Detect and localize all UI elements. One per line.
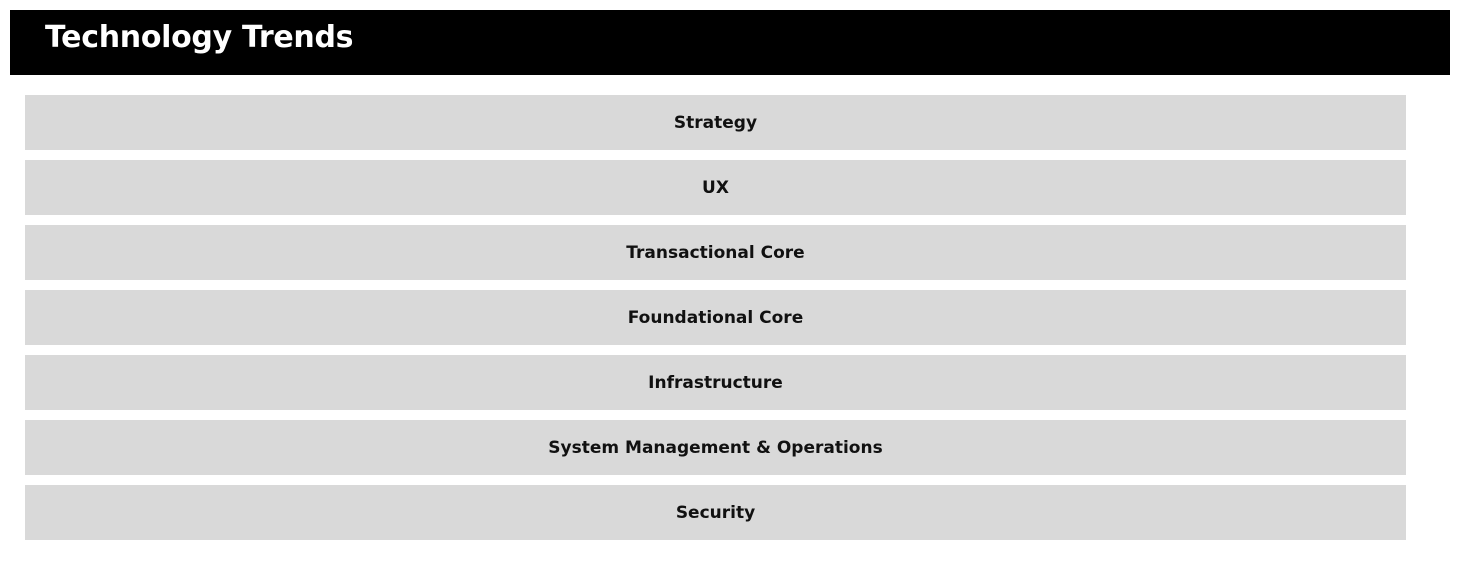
trend-label: Security xyxy=(675,502,756,523)
trend-item-foundational-core[interactable]: Foundational Core xyxy=(25,290,1406,345)
page-title: Technology Trends xyxy=(45,20,354,55)
trend-label: System Management & Operations xyxy=(548,437,883,458)
trend-item-security[interactable]: Security xyxy=(25,485,1406,540)
trend-item-system-management-operations[interactable]: System Management & Operations xyxy=(25,420,1406,475)
trend-label: Foundational Core xyxy=(627,307,804,328)
trend-list: Strategy UX Transactional Core Foundatio… xyxy=(25,95,1406,550)
trend-label: UX xyxy=(702,177,729,198)
trend-label: Transactional Core xyxy=(626,242,805,263)
trend-label: Strategy xyxy=(673,112,758,133)
trend-item-transactional-core[interactable]: Transactional Core xyxy=(25,225,1406,280)
trend-item-strategy[interactable]: Strategy xyxy=(25,95,1406,150)
trend-item-infrastructure[interactable]: Infrastructure xyxy=(25,355,1406,410)
trend-label: Infrastructure xyxy=(648,372,783,393)
page-header: Technology Trends xyxy=(10,10,1450,75)
trend-item-ux[interactable]: UX xyxy=(25,160,1406,215)
